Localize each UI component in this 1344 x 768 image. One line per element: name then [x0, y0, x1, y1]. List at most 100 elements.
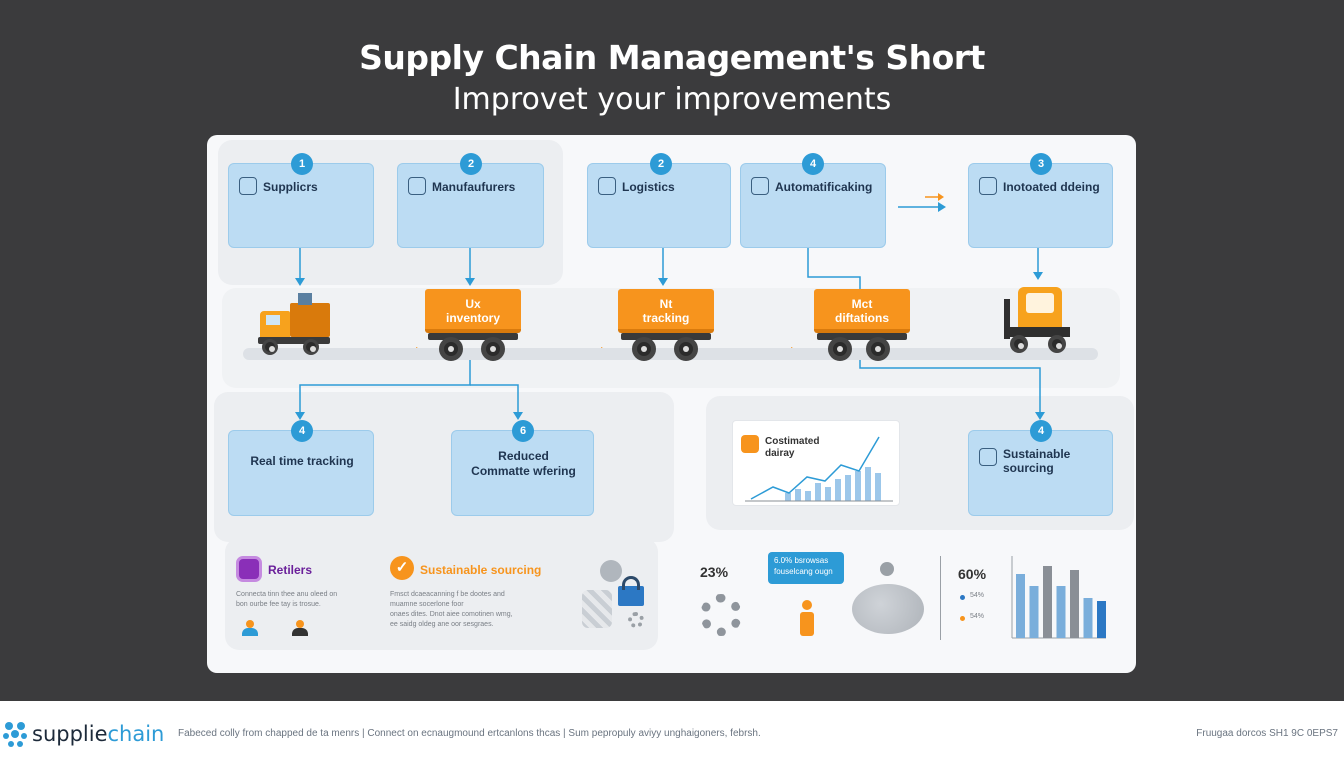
bar-chart — [1011, 556, 1106, 639]
tracking-trailer: Nt tracking — [618, 289, 714, 333]
parts-icon — [582, 590, 612, 628]
bar — [1056, 586, 1066, 638]
mini-bar — [825, 487, 831, 501]
step-title-line2: Commatte wfering — [471, 464, 576, 478]
bar — [1029, 586, 1039, 638]
check-circle-icon: ✓ — [390, 556, 414, 580]
lock-shackle-icon — [622, 576, 640, 590]
legend-dot-orange — [960, 616, 965, 621]
inventory-trailer: Ux inventory — [425, 289, 521, 333]
sourcing-text-4: ee saidg oldeg ane oor sesgraes. — [390, 621, 494, 628]
sourcing-label: Sustainable sourcing — [420, 563, 542, 577]
supplier-icon — [239, 177, 257, 195]
trailer-label-line2: inventory — [445, 311, 500, 325]
sourcing-text: Fmsct dcaeacanning f be dootes and — [390, 591, 505, 598]
step-card-reduced[interactable]: 6 Reduced Commatte wfering — [451, 420, 594, 516]
stat-bubble: 6.0% bsrowsas fouselcang ougn — [768, 552, 844, 584]
step-number: 3 — [1030, 153, 1052, 175]
mini-trend-chart — [745, 436, 893, 502]
step-number: 2 — [650, 153, 672, 175]
page-title: Supply Chain Management's Short — [359, 38, 985, 77]
people-icon — [290, 620, 310, 638]
mini-bar — [795, 489, 801, 501]
trailer-label-line1: Ux — [465, 297, 481, 311]
retailers-label: Retilers — [268, 563, 313, 577]
mini-bar — [865, 467, 871, 501]
alert-icon — [741, 435, 759, 453]
truck-icon — [598, 177, 616, 195]
pin-icon — [880, 562, 894, 576]
mini-bar — [875, 473, 881, 501]
mini-bar — [785, 493, 791, 501]
step-card-automation[interactable]: 4 Automatificaking — [740, 153, 886, 248]
logo-text-part1: supplie — [32, 722, 108, 746]
mini-bar — [835, 479, 841, 501]
step-number: 6 — [512, 420, 534, 442]
retailers-text-2: bon ourbe fee tay is trosue. — [236, 601, 321, 608]
mini-bar — [855, 471, 861, 501]
logo-text: suppliechain — [32, 722, 164, 746]
step-title: Manufaufurers — [432, 180, 516, 194]
step-number: 4 — [291, 420, 313, 442]
bar — [1083, 598, 1093, 638]
retail-icon — [236, 556, 262, 582]
bar — [1070, 570, 1079, 638]
step-number: 4 — [802, 153, 824, 175]
step-card-suppliers[interactable]: 1 Supplicrs — [228, 153, 374, 248]
trailer-label-line1: Mct — [851, 297, 873, 311]
legend-value-b: 54% — [970, 613, 985, 620]
trailer-label-line1: Nt — [659, 297, 673, 311]
estimated-label: Costimated — [765, 436, 820, 447]
divider — [940, 556, 941, 640]
wheel — [828, 337, 852, 361]
step-title-line2: sourcing — [1003, 461, 1054, 475]
step-number: 2 — [460, 153, 482, 175]
retailers-text: Connecta tinn thee anu oleed on — [236, 591, 338, 598]
stat-value-left: 23% — [700, 564, 729, 580]
wheel — [439, 337, 463, 361]
road — [243, 348, 1098, 360]
legend-dot-blue — [960, 595, 965, 600]
wheel — [674, 337, 698, 361]
gear-icon-large — [700, 594, 742, 636]
step-title: Logistics — [622, 180, 675, 194]
footer: suppliechain Fabeced colly from chapped … — [0, 701, 1344, 768]
globe-icon — [852, 584, 924, 634]
bar — [1043, 566, 1052, 638]
step-title: Sustainable — [1003, 447, 1071, 461]
trailer-label-line2: diftations — [835, 311, 889, 325]
step-title: Reduced — [498, 449, 549, 463]
footer-right-text: Fruugaa dorcos SH1 9C 0EPS7 — [1196, 728, 1338, 739]
gear-icon — [600, 560, 622, 582]
step-card-realtime-tracking[interactable]: 4 Real time tracking — [228, 420, 374, 516]
sourcing-text-3: onaes dites. Dnot aiee comotinen wmg, — [390, 611, 513, 618]
wheel — [481, 337, 505, 361]
check-icon — [979, 177, 997, 195]
estimated-label-2: dairay — [765, 448, 795, 459]
delivery-truck-left — [258, 293, 333, 355]
logo-text-part2: chain — [107, 722, 165, 746]
mini-bar — [815, 483, 821, 501]
sourcing-text-2: muamne socerlone foor — [390, 601, 464, 608]
trailer-label-line2: tracking — [642, 311, 690, 325]
wheel — [866, 337, 890, 361]
step-title: Inotoated ddeing — [1003, 180, 1100, 194]
stat-value-right: 60% — [958, 566, 987, 582]
estimated-delay-card: Costimated dairay — [732, 420, 900, 506]
step-card-manufacturers[interactable]: 2 Manufaufurers — [397, 153, 544, 248]
step-card-logistics[interactable]: 2 Logistics — [587, 153, 731, 248]
wheel — [632, 337, 656, 361]
gauge-icon — [751, 177, 769, 195]
people-icon — [240, 620, 260, 638]
mini-bar — [805, 491, 811, 501]
step-title: Real time tracking — [250, 454, 354, 468]
factory-icon — [408, 177, 426, 195]
step-title: Supplicrs — [263, 180, 318, 194]
distribution-trailer: Mct diftations — [814, 289, 910, 333]
bubble-text: 6.0% bsrowsas — [774, 556, 829, 565]
step-card-sustainable-sourcing[interactable]: 4 Sustainable sourcing — [968, 420, 1113, 516]
footer-text: Fabeced colly from chapped de ta menrs |… — [178, 728, 761, 739]
lock-icon — [618, 586, 644, 606]
step-title: Automatificaking — [775, 180, 873, 194]
step-card-ordering[interactable]: 3 Inotoated ddeing — [968, 153, 1113, 248]
